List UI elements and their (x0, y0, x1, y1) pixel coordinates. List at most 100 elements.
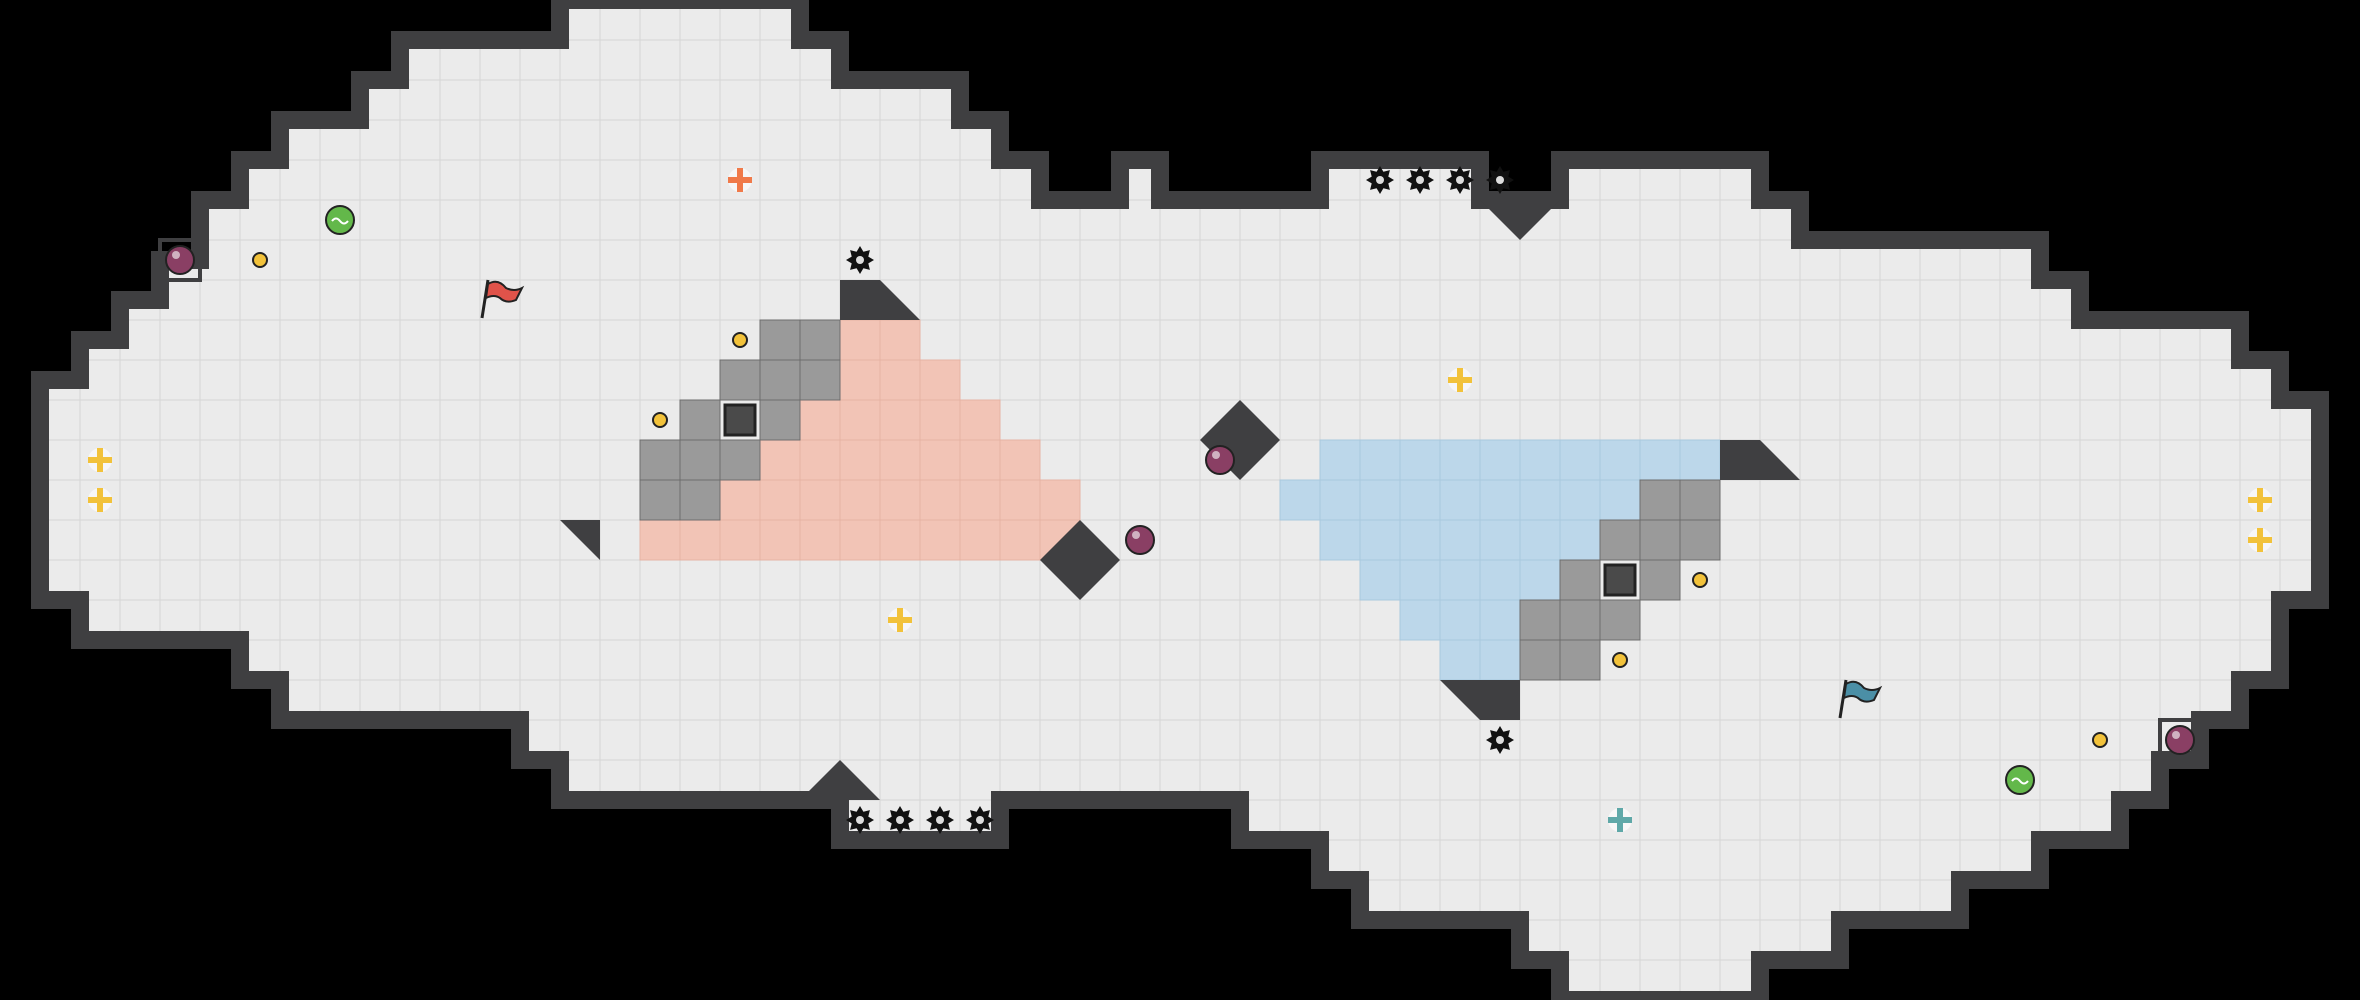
red-zone-tile (839, 519, 881, 561)
gate-icon (1559, 639, 1601, 681)
spike-icon (1366, 166, 1394, 194)
blue-team-zone (1279, 439, 1721, 681)
spike-icon (846, 806, 874, 834)
blue-flag-icon (1838, 679, 1883, 719)
blue-zone-tile (1439, 559, 1481, 601)
gate-tiles (639, 319, 1721, 681)
blue-zone-tile (1519, 479, 1561, 521)
boost-icon (2248, 528, 2272, 552)
red-zone-tile (759, 439, 801, 481)
boost-icon (2248, 488, 2272, 512)
boost-bar-h (1448, 377, 1472, 383)
boost-icon (1608, 808, 1632, 832)
red-zone-tile (879, 479, 921, 521)
blue-zone-tile (1319, 439, 1361, 481)
red-zone-tile (1039, 479, 1081, 521)
red-zone-tile (639, 519, 681, 561)
blue-zone-tile (1359, 519, 1401, 561)
gate-icon (679, 479, 721, 521)
gate-icon (759, 399, 801, 441)
arena-floor (40, 0, 2320, 1000)
blue-zone-tile (1679, 439, 1721, 481)
ball-body (1125, 525, 1155, 555)
spike-center (1376, 176, 1384, 184)
blue-zone-tile (1479, 439, 1521, 481)
ball-body (2165, 725, 2195, 755)
spike-icon (886, 806, 914, 834)
blue-zone-tile (1519, 439, 1561, 481)
gate-icon (1679, 479, 1721, 521)
gate-icon (1559, 559, 1601, 601)
gate-icon (639, 439, 681, 481)
boost-bar-h (88, 497, 112, 503)
gate-icon (759, 319, 801, 361)
blue-zone-tile (1359, 559, 1401, 601)
spike-center (856, 816, 864, 824)
red-zone-tile (759, 519, 801, 561)
coin-icon (652, 412, 668, 428)
blue-zone-tile (1399, 519, 1441, 561)
ball-icon (1125, 525, 1155, 555)
red-zone-tile (839, 479, 881, 521)
boost-bar-h (888, 617, 912, 623)
blue-zone-tile (1599, 439, 1641, 481)
blue-zone-tile (1479, 559, 1521, 601)
red-zone-tile (719, 519, 761, 561)
red-zone-tile (719, 479, 761, 521)
boost-bar-h (1608, 817, 1632, 823)
gate-icon (1519, 639, 1561, 681)
blue-zone-tile (1519, 519, 1561, 561)
blue-zone-tile (1599, 479, 1641, 521)
bomb-icon (2005, 765, 2035, 795)
ball-shine (1212, 451, 1220, 459)
red-zone-tile (959, 399, 1001, 441)
spike-icon (1446, 166, 1474, 194)
gate-icon (1599, 599, 1641, 641)
ball-icon (165, 245, 195, 275)
flag-cloth (1842, 680, 1883, 703)
gate-icon (759, 359, 801, 401)
red-zone-tile (799, 399, 841, 441)
blue-zone-tile (1479, 639, 1521, 681)
boost-bar-h (88, 457, 112, 463)
blue-zone-tile (1559, 479, 1601, 521)
blue-zone-tile (1359, 479, 1401, 521)
spike-center (896, 816, 904, 824)
spike-icon (1486, 166, 1514, 194)
blue-zone-tile (1439, 479, 1481, 521)
red-zone-tile (919, 479, 961, 521)
boost-icon (88, 448, 112, 472)
spike-center (1496, 176, 1504, 184)
flag-cloth (484, 280, 525, 303)
boost-bar-h (2248, 537, 2272, 543)
bomb-mark (2011, 777, 2029, 785)
red-zone-tile (759, 479, 801, 521)
red-zone-tile (919, 359, 961, 401)
coin-icon (2092, 732, 2108, 748)
spike-icon (926, 806, 954, 834)
gate-icon (1639, 479, 1681, 521)
ball-shine (172, 251, 180, 259)
blue-zone-tile (1399, 479, 1441, 521)
spike-icon (846, 246, 874, 274)
blue-zone-tile (1439, 519, 1481, 561)
red-team-zone (639, 319, 1081, 561)
blue-zone-tile (1479, 519, 1521, 561)
bomb-icon (325, 205, 355, 235)
interior-wall (560, 520, 600, 560)
spike-icon (966, 806, 994, 834)
coin-icon (1612, 652, 1628, 668)
red-zone-tile (959, 519, 1001, 561)
red-zone-tile (839, 319, 881, 361)
spike-center (976, 816, 984, 824)
red-zone-tile (919, 519, 961, 561)
spike-center (936, 816, 944, 824)
red-zone-tile (959, 439, 1001, 481)
gate-icon (639, 479, 681, 521)
ball-shine (1132, 531, 1140, 539)
red-zone-tile (799, 519, 841, 561)
gate-icon (799, 359, 841, 401)
gate-icon (799, 319, 841, 361)
